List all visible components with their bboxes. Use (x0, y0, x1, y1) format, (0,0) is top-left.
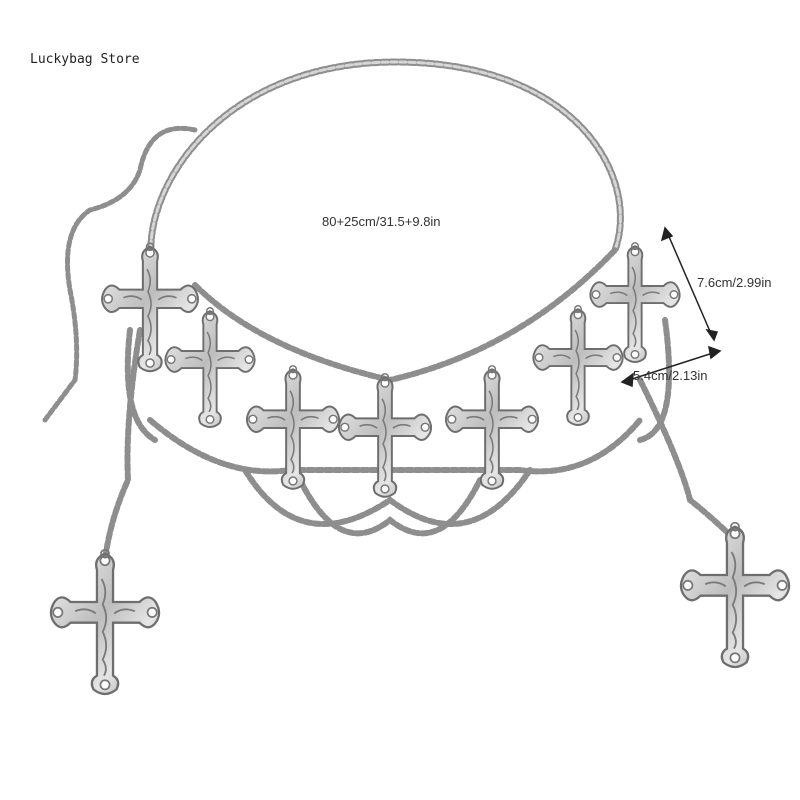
cross-height-label: 7.6cm/2.99in (697, 275, 772, 290)
extension-chain (42, 125, 198, 423)
waist-chain (147, 58, 624, 269)
store-watermark: Luckybag Store (30, 52, 140, 67)
chain-swag-lower (242, 467, 533, 537)
right-drop-chain (637, 377, 738, 543)
width-arrow (620, 345, 722, 388)
left-drop-chain (102, 327, 143, 563)
total-length-label: 80+25cm/31.5+9.8in (322, 214, 441, 229)
cross-pendant (532, 304, 624, 426)
cross-width-label: 5.4cm/2.13in (633, 368, 708, 383)
cross-pendant (49, 548, 161, 696)
cross-pendant (164, 306, 256, 428)
cross-pendant (679, 521, 791, 669)
height-arrow (660, 226, 719, 342)
cross-pendant (337, 372, 433, 498)
